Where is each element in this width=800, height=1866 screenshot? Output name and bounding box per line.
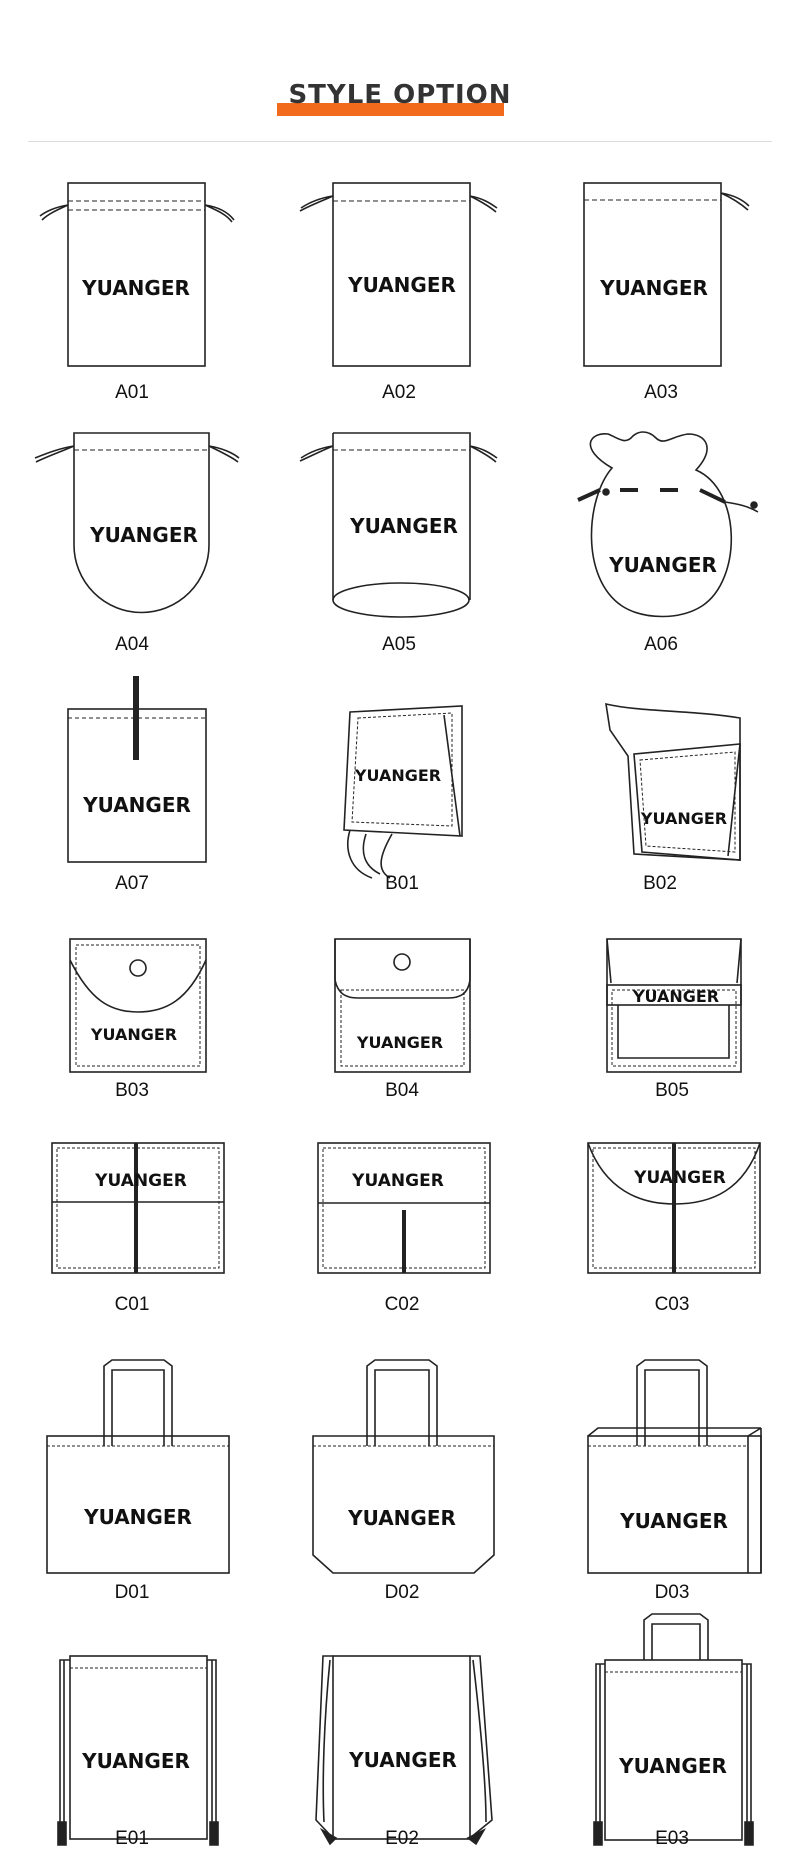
style-code-label: A05 (382, 634, 416, 655)
style-code-label: A01 (115, 382, 149, 403)
style-code-label: D01 (114, 1582, 150, 1603)
style-code-label: A03 (644, 382, 678, 403)
brand-b03: YUANGER (90, 1025, 177, 1044)
style-code-label: A04 (115, 634, 149, 655)
brand-b05: YUANGER (632, 987, 719, 1006)
style-code-label: E01 (115, 1828, 149, 1849)
style-code-label: E03 (655, 1828, 689, 1849)
style-code-label: A06 (644, 634, 678, 655)
style-code-label: B04 (385, 1080, 419, 1101)
brand-b01: YUANGER (354, 766, 441, 785)
style-code-label: C02 (384, 1294, 420, 1315)
style-code-label: A07 (115, 873, 149, 894)
brand-a06: YUANGER (608, 553, 717, 577)
style-code-label: E02 (385, 1828, 419, 1849)
brand-c01: YUANGER (94, 1171, 187, 1191)
style-code-label: B03 (115, 1080, 149, 1101)
brand-a05: YUANGER (349, 514, 458, 538)
style-code-label: C01 (114, 1294, 150, 1315)
style-code-label: B01 (385, 873, 419, 894)
brand-c03: YUANGER (633, 1168, 726, 1188)
style-code-label: C03 (654, 1294, 690, 1315)
title-accent-bar (277, 103, 504, 116)
style-code-label: B02 (643, 873, 677, 894)
brand-e01: YUANGER (81, 1749, 190, 1773)
brand-a02: YUANGER (347, 273, 456, 297)
brand-a07: YUANGER (82, 793, 191, 817)
header: STYLE OPTION (0, 0, 800, 145)
brand-e02: YUANGER (348, 1748, 457, 1772)
brand-d02: YUANGER (347, 1506, 456, 1530)
style-code-label: B05 (655, 1080, 689, 1101)
divider (28, 141, 772, 142)
brand-c02: YUANGER (351, 1171, 444, 1191)
brand-d01: YUANGER (83, 1505, 192, 1529)
style-code-label: A02 (382, 382, 416, 403)
style-code-label: D02 (384, 1582, 420, 1603)
brand-e03: YUANGER (618, 1754, 727, 1778)
brand-d03: YUANGER (619, 1509, 728, 1533)
brand-a01: YUANGER (81, 276, 190, 300)
style-code-label: D03 (654, 1582, 690, 1603)
page-title: STYLE OPTION (288, 80, 512, 110)
brand-a04: YUANGER (89, 523, 198, 547)
brand-b02: YUANGER (640, 809, 727, 828)
brand-b04: YUANGER (356, 1033, 443, 1052)
brand-a03: YUANGER (599, 276, 708, 300)
